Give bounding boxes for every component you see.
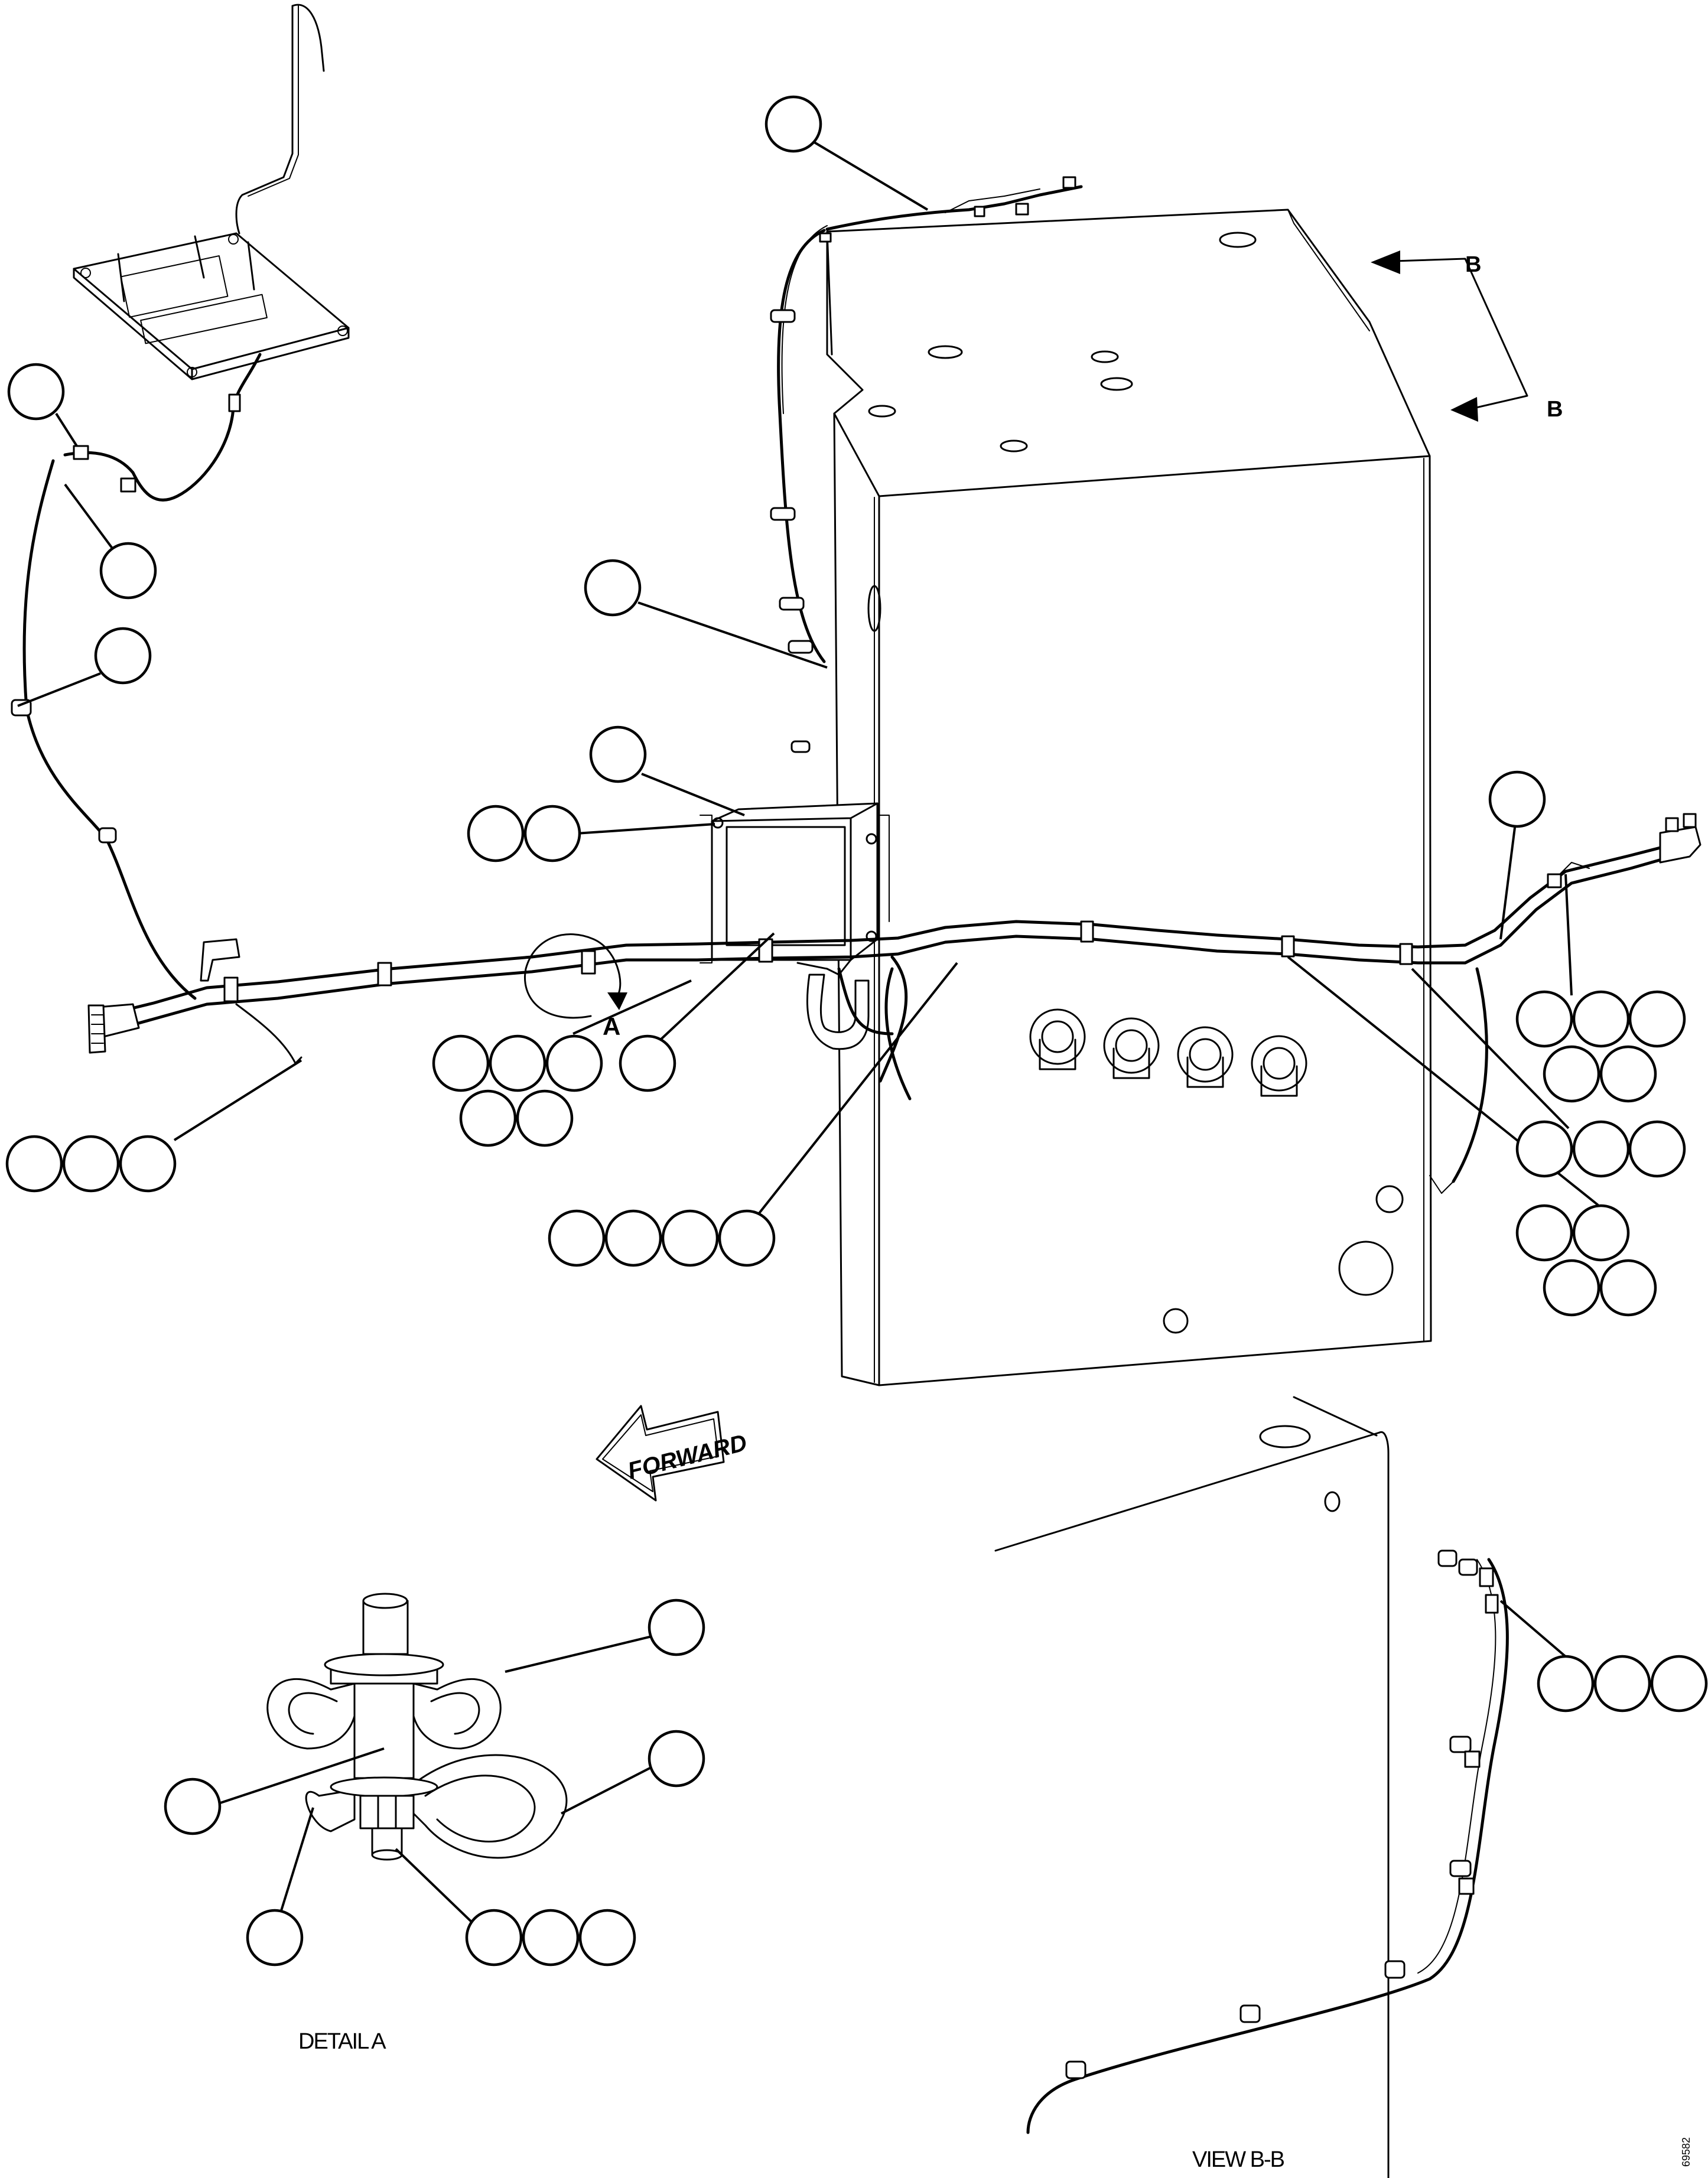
g-detail-nut: [465, 1909, 636, 1967]
tank-cabinet: [826, 209, 1432, 1386]
callout-balloon: [1515, 1120, 1573, 1178]
g-box-bracket: [619, 1034, 676, 1092]
callout-balloon: [589, 725, 647, 783]
callout-balloon: [1572, 1204, 1630, 1262]
view-arrow-label-bottom: B: [1547, 397, 1563, 422]
callout-balloon: [648, 1730, 705, 1788]
g-detail-clamp-upper: [648, 1598, 705, 1656]
detail-a-clamp-assembly: [266, 1593, 568, 1861]
callout-balloon: [1572, 1120, 1630, 1178]
callout-balloon: [619, 1034, 676, 1092]
callout-balloon: [1515, 1204, 1573, 1262]
callout-balloon: [489, 1034, 546, 1092]
callout-balloon: [62, 1135, 120, 1193]
g-view-clip: [1537, 1655, 1708, 1713]
leader-lines: [17, 135, 1599, 1932]
g-box-screws: [467, 805, 581, 862]
callout-balloon: [465, 1909, 523, 1967]
callout-balloon: [94, 627, 152, 685]
g-detail-clip: [432, 1034, 603, 1147]
callout-balloon: [661, 1209, 719, 1267]
callout-balloon: [246, 1909, 304, 1967]
callout-balloon: [432, 1034, 490, 1092]
callout-balloon: [1628, 1120, 1686, 1178]
g-right-clip-3: [1515, 1204, 1657, 1317]
g-right-clip: [1515, 990, 1686, 1103]
callout-balloon: [119, 1135, 177, 1193]
g-detail-clamp-lower: [648, 1730, 705, 1788]
callout-balloon: [578, 1909, 636, 1967]
callout-balloon: [522, 1909, 580, 1967]
callout-balloon: [548, 1209, 606, 1267]
main-harness: [87, 813, 1702, 1194]
callout-balloon: [584, 559, 642, 617]
detail-a-marker: A: [524, 933, 627, 1040]
g-clip-tank: [584, 559, 642, 617]
callout-balloon: [164, 1777, 222, 1835]
callout-balloon: [7, 363, 65, 421]
callout-balloon: [1593, 1655, 1651, 1713]
callout-balloon: [523, 805, 581, 862]
g-clip-upper-left: [99, 542, 157, 600]
tank-harness: [770, 176, 1083, 753]
view-b-b: [994, 1396, 1509, 2178]
callout-balloons: [5, 95, 1708, 1967]
callout-balloon: [648, 1598, 705, 1656]
view-b-b-arrows: B B: [1371, 250, 1563, 422]
callout-balloon: [1488, 770, 1546, 828]
callout-balloon: [5, 1135, 63, 1193]
callout-balloon: [1537, 1655, 1595, 1713]
g-detail-stud: [164, 1777, 222, 1835]
g-right-clip-2: [1515, 1120, 1686, 1178]
callout-balloon: [1650, 1655, 1708, 1713]
g-detail-spacer: [246, 1909, 304, 1967]
view-arrow-label-top: B: [1465, 252, 1481, 277]
g-right-harness: [1488, 770, 1546, 828]
callout-balloon: [718, 1209, 776, 1267]
callout-balloon: [459, 1089, 517, 1147]
connector-plate-assembly: [11, 4, 350, 1000]
g-harness-top: [764, 95, 822, 153]
callout-balloon: [1599, 1259, 1657, 1317]
terminal-studs: [1029, 1008, 1307, 1097]
callout-balloon: [99, 542, 157, 600]
callout-balloon: [1628, 990, 1686, 1048]
callout-balloon: [1515, 990, 1573, 1048]
callout-balloon: [1599, 1045, 1657, 1103]
view-b-b-caption: VIEW B-B: [1192, 2147, 1284, 2172]
g-bottom-clip: [548, 1209, 776, 1267]
drawing-number: 69582: [1680, 2137, 1692, 2167]
callout-balloon: [1543, 1259, 1600, 1317]
g-plate-harness: [7, 363, 65, 421]
callout-balloon: [604, 1209, 662, 1267]
g-clip-mid-left: [94, 627, 152, 685]
g-connector-left: [5, 1135, 177, 1193]
callout-balloon: [764, 95, 822, 153]
callout-balloon: [1572, 990, 1630, 1048]
callout-balloon: [467, 805, 525, 862]
forward-arrow: FORWARD: [596, 1405, 750, 1502]
detail-a-caption: DETAIL A: [298, 2029, 386, 2054]
callout-balloon: [516, 1089, 574, 1147]
callout-balloon: [1543, 1045, 1600, 1103]
g-box: [589, 725, 647, 783]
junction-box: [700, 802, 890, 1050]
callout-balloon: [545, 1034, 603, 1092]
